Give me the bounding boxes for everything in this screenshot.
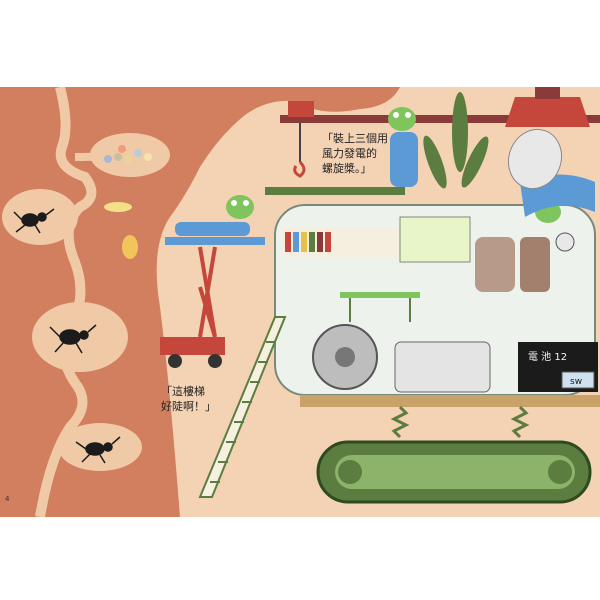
- wooden-base: [300, 395, 600, 407]
- ant-icon: [13, 208, 55, 234]
- seed: [122, 235, 138, 259]
- beam: [265, 187, 405, 195]
- ant-icon: [75, 436, 121, 464]
- food-chamber: [90, 133, 170, 177]
- spring: [390, 405, 410, 439]
- illustration: 電 池 12 sw: [0, 87, 600, 517]
- ceiling-pipe: [280, 115, 600, 123]
- sw-label: sw: [570, 377, 582, 387]
- ceiling-lamp: [505, 97, 590, 127]
- seed: [104, 202, 132, 212]
- page-number: 4: [5, 495, 10, 503]
- books: [285, 232, 331, 252]
- speech-bubble-stairs: 「這樓梯 好陡啊！」: [161, 385, 216, 413]
- engine: [394, 341, 491, 393]
- dining-table: [340, 292, 420, 322]
- propeller: [423, 92, 489, 189]
- ant-tunnel: [35, 87, 97, 517]
- crane-hook-icon: [293, 160, 306, 178]
- spring: [510, 405, 530, 439]
- sw-plate: [561, 371, 595, 389]
- soil-area: [0, 87, 400, 517]
- wheel: [338, 460, 362, 484]
- satellite-dish: [508, 128, 562, 190]
- scissor-lift: [160, 237, 265, 368]
- hanging-clothes: [475, 232, 575, 292]
- food-pile: [104, 145, 152, 163]
- window: [399, 216, 471, 263]
- frog-on-lift: [175, 195, 254, 236]
- battery-label: 電 池 12: [528, 350, 567, 363]
- speech-bubble-generator: 「裝上三個用 風力發電的 螺旋槳。」: [322, 132, 388, 175]
- crane-trolley: [288, 101, 314, 117]
- shelf: [282, 227, 402, 257]
- ant-icon: [49, 324, 97, 354]
- frog-on-roof: [388, 107, 418, 187]
- wheel: [548, 460, 572, 484]
